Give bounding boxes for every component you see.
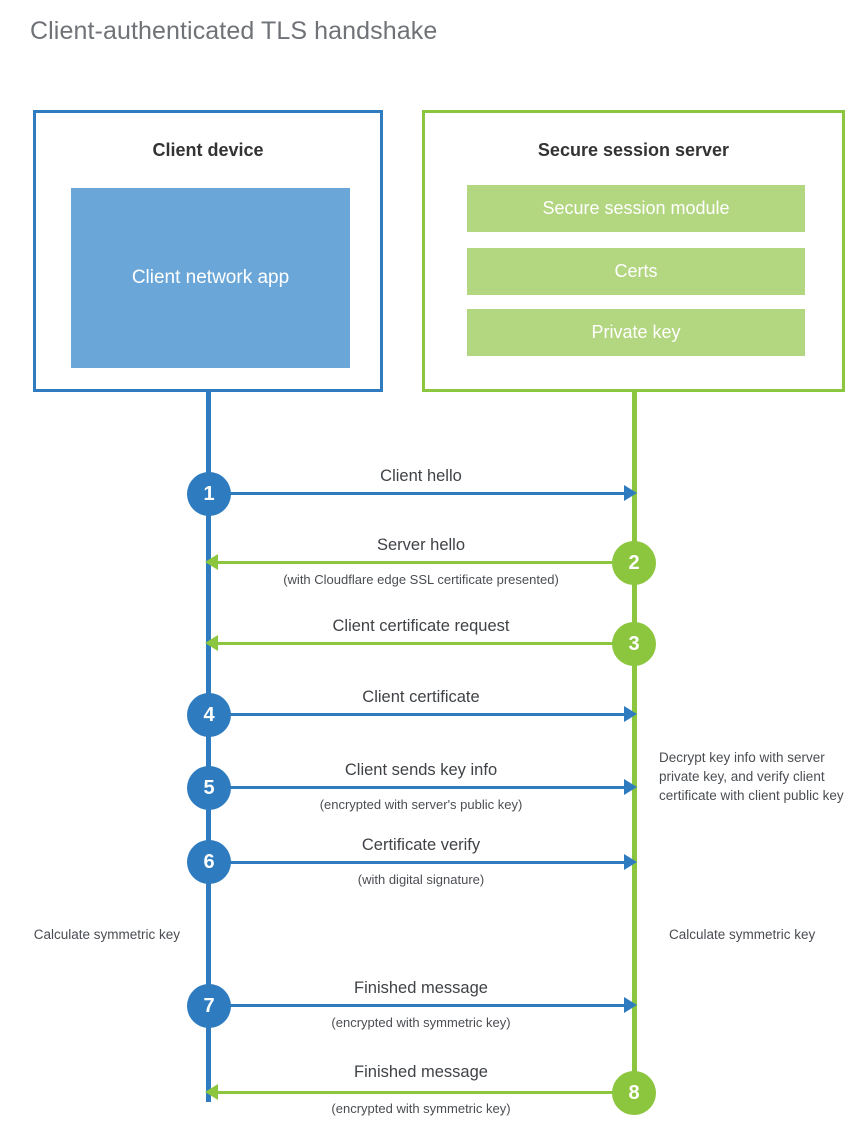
step-7-arrow-head (624, 997, 637, 1013)
lifeline-client (206, 392, 211, 1102)
server-block-private-key: Private key (467, 309, 805, 356)
step-3-arrow-line (218, 642, 634, 645)
lifeline-server (632, 392, 637, 1093)
step-6-label: Certificate verify (361, 836, 481, 854)
step-7-arrow-line (209, 1004, 624, 1007)
step-5-sublabel: (encrypted with server's public key) (319, 797, 523, 812)
actor-box-client-device: Client device Client network app (33, 110, 383, 392)
step-6-arrow-head (624, 854, 637, 870)
actor-box-secure-session-server: Secure session server Secure session mod… (422, 110, 845, 392)
server-block-secure-session-module: Secure session module (467, 185, 805, 232)
client-network-app-block: Client network app (71, 188, 350, 368)
secure-session-server-title: Secure session server (537, 140, 730, 160)
step-3-label: Client certificate request (332, 617, 510, 635)
step-4-arrow-head (624, 706, 637, 722)
step-4-label: Client certificate (362, 688, 480, 706)
step-4-arrow-line (209, 713, 624, 716)
note-client-calculate-symmetric-key: Calculate symmetric key (33, 927, 180, 942)
step-2-label: Server hello (376, 536, 466, 554)
step-3-arrow-head (205, 635, 218, 651)
step-1-label: Client hello (380, 467, 462, 485)
step-8-arrow-head (205, 1084, 218, 1100)
step-2-sublabel: (with Cloudflare edge SSL certificate pr… (283, 572, 559, 587)
page-title: Client-authenticated TLS handshake (30, 17, 438, 45)
step-1-arrow-head (624, 485, 637, 501)
step-2-arrow-line (218, 561, 634, 564)
step-5-arrow-head (624, 779, 637, 795)
step-7-sublabel: (encrypted with symmetric key) (331, 1015, 511, 1030)
step-7-label: Finished message (354, 979, 488, 997)
step-6-arrow-line (209, 861, 624, 864)
step-5-badge[interactable]: 5 (187, 766, 231, 810)
step-3-badge[interactable]: 3 (612, 622, 656, 666)
step-6-badge[interactable]: 6 (187, 840, 231, 884)
note-server-decrypt: Decrypt key info with server private key… (659, 750, 844, 804)
step-4-badge[interactable]: 4 (187, 693, 231, 737)
note-server-calculate-symmetric-key: Calculate symmetric key (669, 927, 816, 942)
step-5-arrow-line (209, 786, 624, 789)
step-1-arrow-line (209, 492, 624, 495)
step-2-arrow-head (205, 554, 218, 570)
step-6-sublabel: (with digital signature) (357, 872, 485, 887)
step-8-badge[interactable]: 8 (612, 1071, 656, 1115)
step-8-label: Finished message (354, 1063, 488, 1081)
step-8-sublabel: (encrypted with symmetric key) (331, 1101, 511, 1116)
server-block-certs: Certs (467, 248, 805, 295)
client-device-title: Client device (152, 140, 264, 160)
step-7-badge[interactable]: 7 (187, 984, 231, 1028)
step-2-badge[interactable]: 2 (612, 541, 656, 585)
step-1-badge[interactable]: 1 (187, 472, 231, 516)
step-8-arrow-line (218, 1091, 634, 1094)
step-5-label: Client sends key info (344, 761, 498, 779)
